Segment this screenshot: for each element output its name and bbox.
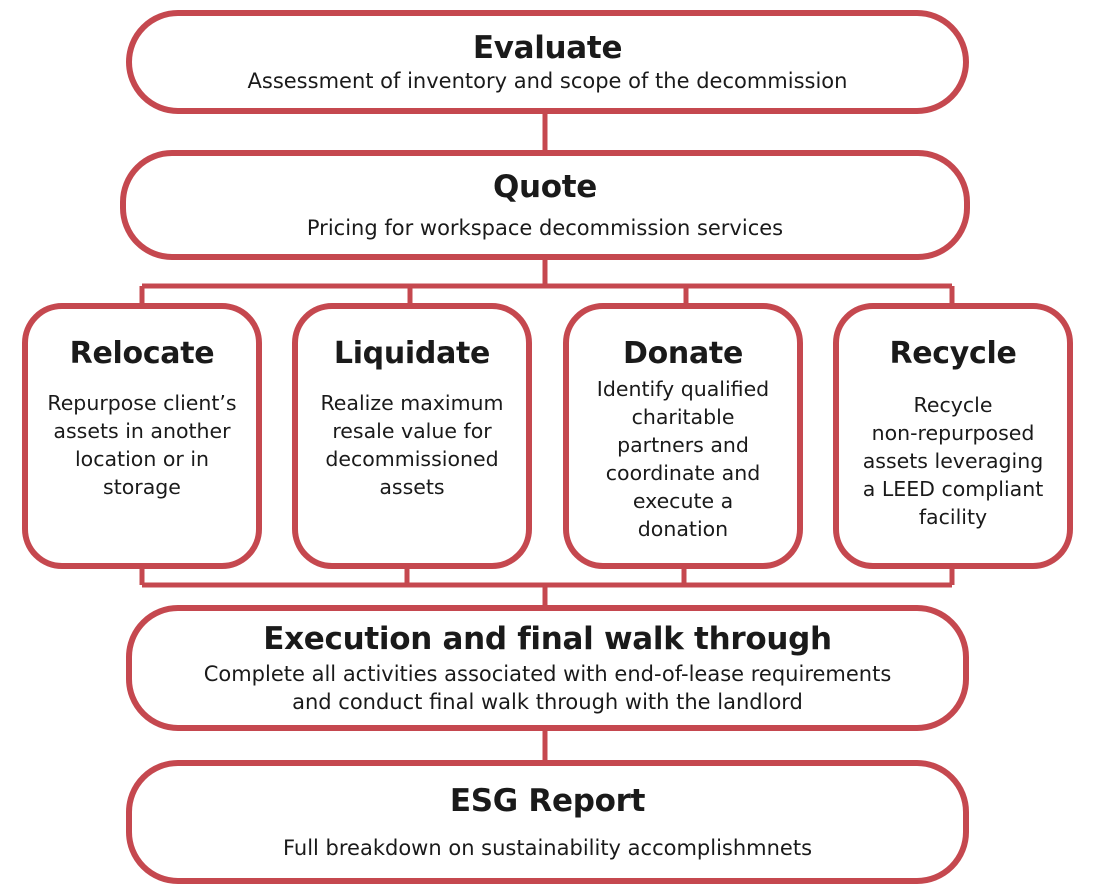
step-evaluate: Evaluate Assessment of inventory and sco… [126,10,969,114]
step-execution-description: Complete all activities associated with … [203,662,892,714]
option-liquidate: Liquidate Realize maximum resale value f… [292,303,532,569]
option-relocate-description: Repurpose client’s assets in another loc… [47,391,237,499]
option-relocate-title: Relocate [69,336,215,371]
step-quote: Quote Pricing for workspace decommission… [120,150,970,260]
step-execution-title: Execution and final walk through [263,621,832,657]
step-quote-title: Quote [492,169,598,205]
step-esg-title: ESG Report [449,783,646,819]
step-evaluate-description: Assessment of inventory and scope of the… [247,69,848,93]
option-liquidate-description: Realize maximum resale value for decommi… [320,391,504,499]
option-liquidate-title: Liquidate [333,336,491,371]
option-donate: Donate Identify qualified charitable par… [563,303,803,569]
step-esg-description: Full breakdown on sustainability accompl… [282,836,813,860]
option-relocate: Relocate Repurpose client’s assets in an… [22,303,262,569]
step-execution: Execution and final walk through Complet… [126,605,969,731]
option-recycle-description: Recycle non-repurposed assets leveraging… [862,393,1044,529]
option-donate-description: Identify qualified charitable partners a… [596,377,770,541]
step-evaluate-title: Evaluate [472,30,623,66]
option-recycle-title: Recycle [889,336,1017,371]
step-esg-report: ESG Report Full breakdown on sustainabil… [126,760,969,884]
option-recycle: Recycle Recycle non-repurposed assets le… [833,303,1073,569]
step-quote-description: Pricing for workspace decommission servi… [306,216,784,240]
option-donate-title: Donate [622,336,743,371]
